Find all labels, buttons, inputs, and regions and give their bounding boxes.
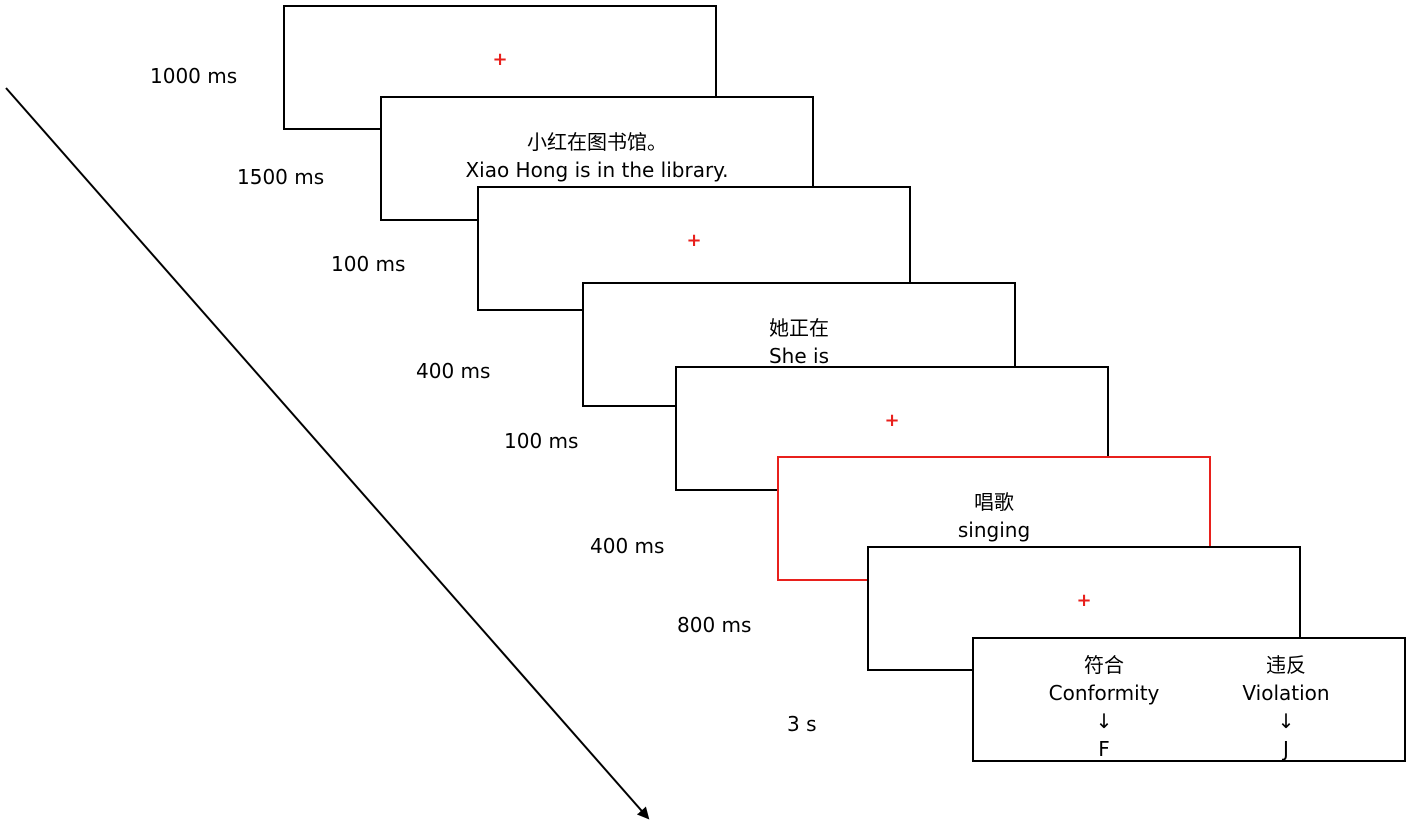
down-arrow-icon: ↓ bbox=[1277, 709, 1295, 733]
response-screen: 符合 Conformity ↓ F 违反 Violation ↓ J bbox=[972, 637, 1406, 762]
fixation-cross: + bbox=[884, 410, 900, 431]
duration-label-target-word: 400 ms bbox=[590, 534, 665, 558]
duration-label-fixation-4: 800 ms bbox=[677, 613, 752, 637]
down-arrow-icon: ↓ bbox=[1095, 709, 1113, 733]
conformity-chinese: 符合 bbox=[1084, 653, 1124, 677]
target-word-screen: 唱歌 singing bbox=[777, 456, 1211, 581]
response-option-violation: 违反 Violation ↓ J bbox=[1206, 651, 1366, 763]
sentence-start-text: 她正在 She is bbox=[584, 314, 1014, 370]
response-key-j: J bbox=[1283, 737, 1289, 761]
target-word-english: singing bbox=[957, 518, 1031, 542]
conformity-english: Conformity bbox=[1048, 681, 1160, 705]
duration-label-context-sentence: 1500 ms bbox=[237, 165, 325, 189]
violation-english: Violation bbox=[1242, 681, 1330, 705]
target-word-text: 唱歌 singing bbox=[779, 488, 1209, 544]
fixation-cross: + bbox=[1076, 590, 1092, 611]
violation-chinese: 违反 bbox=[1266, 653, 1306, 677]
response-option-conformity: 符合 Conformity ↓ F bbox=[1024, 651, 1184, 763]
duration-label-sentence-start: 400 ms bbox=[416, 359, 491, 383]
duration-label-fixation-3: 100 ms bbox=[504, 429, 579, 453]
context-sentence-english: Xiao Hong is in the library. bbox=[465, 158, 729, 182]
fixation-cross: + bbox=[686, 230, 702, 251]
duration-label-fixation-1: 1000 ms bbox=[150, 64, 238, 88]
duration-label-response: 3 s bbox=[787, 712, 817, 736]
fixation-cross: + bbox=[492, 49, 508, 70]
context-sentence-text: 小红在图书馆。 Xiao Hong is in the library. bbox=[382, 128, 812, 184]
target-word-chinese: 唱歌 bbox=[974, 490, 1014, 514]
response-key-f: F bbox=[1098, 737, 1110, 761]
duration-label-fixation-2: 100 ms bbox=[331, 252, 406, 276]
context-sentence-chinese: 小红在图书馆。 bbox=[527, 130, 667, 154]
sentence-start-chinese: 她正在 bbox=[769, 316, 829, 340]
sentence-start-english: She is bbox=[768, 344, 829, 368]
